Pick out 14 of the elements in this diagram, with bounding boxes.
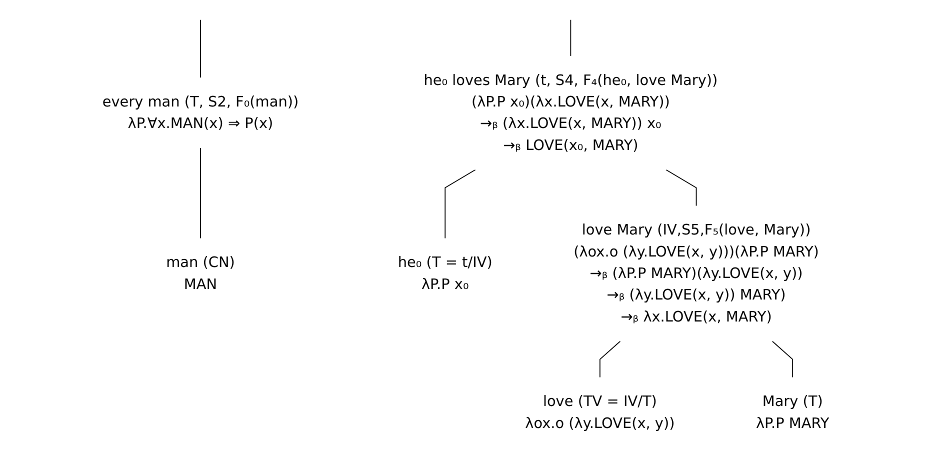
node-text: love Mary (IV,S5,F₅(love, Mary)) (λox.o (λy.LOVE(x, y)))(λP.P MARY) →ᵦ (λP.P MARY)(λy.LOVE(x, y)) →ᵦ (λy.LOVE(x, y)) MARY) →ᵦ λx.LOVE(x, MARY) [574,221,820,325]
node-text: man (CN) MAN [166,254,236,292]
node-text: he₀ (T = t/IV) λP.P x₀ [398,254,493,292]
node-text: Mary (T) λP.P MARY [756,392,830,432]
connector [200,148,202,239]
connector [444,169,476,239]
connector [772,340,794,378]
node-text: he₀ loves Mary (t, S4, F₄(he₀, love Mary)) (λP.P x₀)(λx.LOVE(x, MARY)) →ᵦ (λx.LOVE(x, MARY)) x₀ →ᵦ LOVE(x₀, MARY) [424,71,718,154]
connector [600,340,621,378]
node-text: love (TV = IV/T) λox.o (λy.LOVE(x, y)) [525,392,676,432]
connector [200,19,202,78]
connector [666,169,697,206]
node-text: every man (T, S2, F₀(man)) λP.∀x.MAN(x) ⇒ P(x) [102,92,299,132]
connector [570,19,572,56]
